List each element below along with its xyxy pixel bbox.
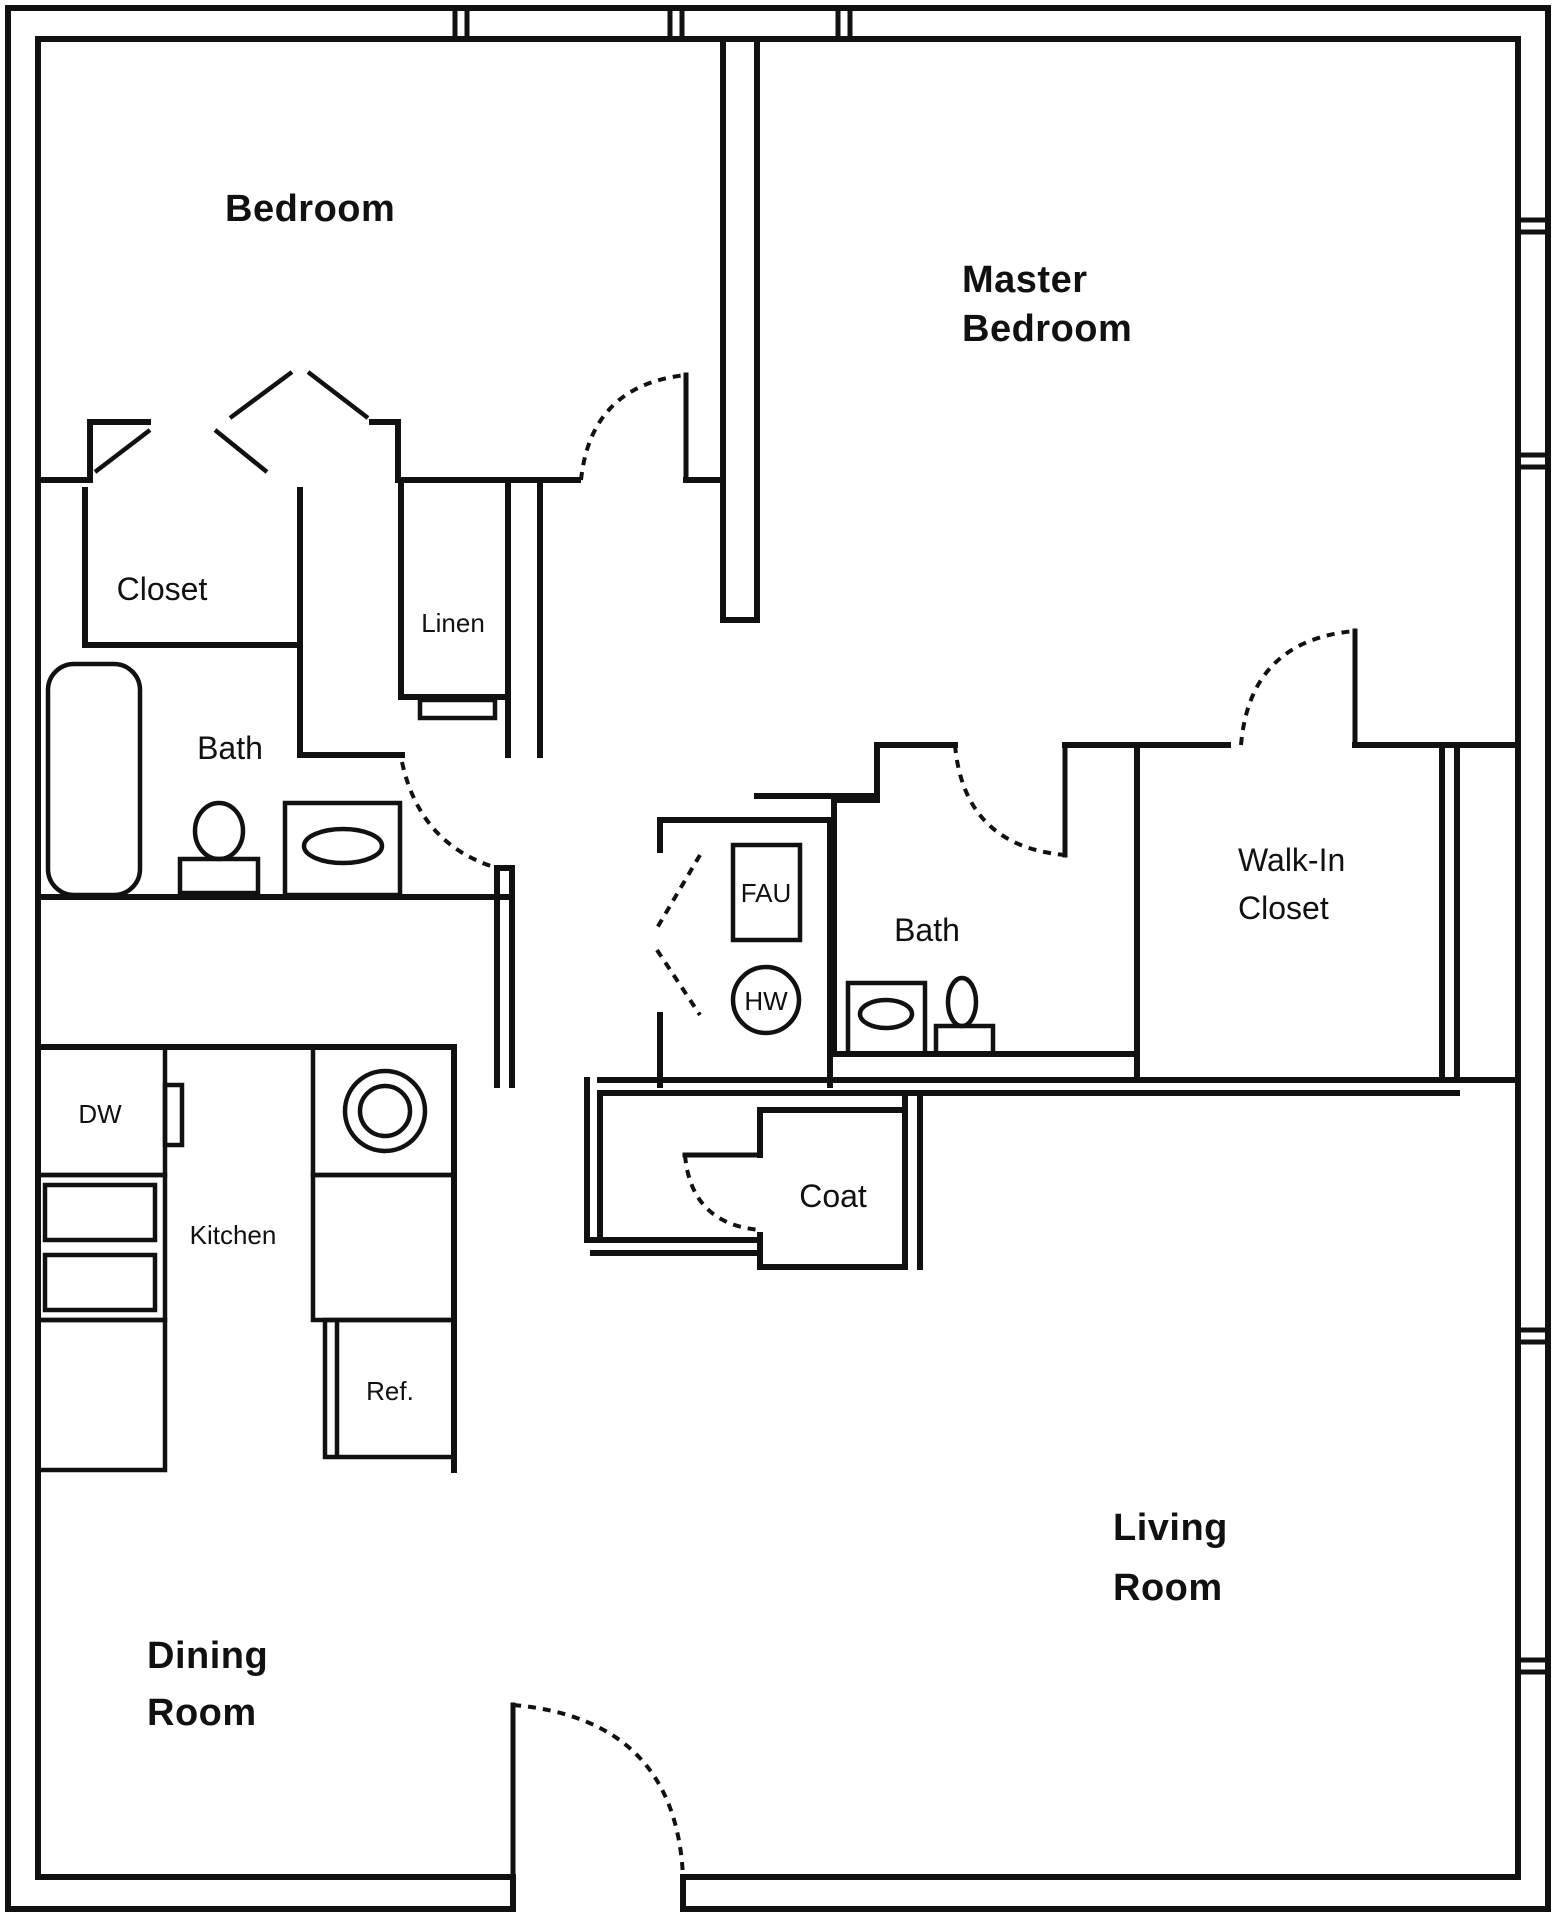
- bedroom-label: Bedroom: [225, 188, 395, 230]
- door-leaves: [510, 372, 1358, 1880]
- hw-label: HW: [744, 986, 788, 1016]
- master-toilet-bowl: [945, 975, 979, 1029]
- master-bath-label: Bath: [894, 912, 960, 948]
- fau-label: FAU: [741, 878, 792, 908]
- dishwasher-label: DW: [78, 1099, 122, 1129]
- linen-label: Linen: [421, 608, 485, 638]
- living-room-label-line1: Living: [1113, 1507, 1228, 1549]
- fau-unit: [730, 842, 803, 943]
- bathtub: [45, 661, 143, 898]
- refrigerator-label: Ref.: [366, 1376, 414, 1406]
- oven-drawer-upper: [42, 1182, 158, 1243]
- toilet-tank: [177, 856, 261, 896]
- sink-counter: [310, 1044, 457, 1178]
- kitchen-sink-inner: [357, 1083, 413, 1139]
- kitchen-sink-outer: [342, 1068, 428, 1154]
- master-bedroom-label-line2: Bedroom: [962, 308, 1132, 350]
- linen-shelf: [417, 697, 498, 721]
- master-toilet-tank: [933, 1023, 996, 1057]
- counter-stub: [162, 1082, 185, 1148]
- oven-drawer-lower: [42, 1252, 158, 1313]
- refrigerator: [322, 1317, 457, 1460]
- walk-in-closet-label-line2: Closet: [1238, 890, 1329, 926]
- closet-bifold-doors: [93, 370, 702, 1017]
- closet-label: Closet: [117, 571, 208, 607]
- oven-cabinet: [35, 1172, 168, 1323]
- water-heater: [730, 964, 802, 1036]
- vanity-counter: [282, 800, 403, 898]
- fixtures: [35, 661, 996, 1473]
- living-room-label-line2: Room: [1113, 1567, 1223, 1609]
- base-cabinet: [35, 1317, 168, 1473]
- exterior-walls: [5, 5, 1551, 1912]
- master-bedroom-label-line1: Master: [962, 259, 1088, 301]
- window-ticks: [452, 8, 1548, 1675]
- toilet-bowl: [192, 800, 246, 862]
- master-sink-basin: [857, 997, 915, 1031]
- room-labels: Bedroom Master Bedroom Closet Linen Bath…: [78, 188, 1345, 1734]
- walk-in-closet-label-line1: Walk-In: [1238, 842, 1345, 878]
- dining-room-label-line1: Dining: [147, 1635, 268, 1677]
- master-vanity: [845, 980, 928, 1057]
- kitchen-label: Kitchen: [190, 1220, 277, 1250]
- door-swing-arcs: [400, 373, 1356, 1878]
- kitchen-counter-right: [310, 1172, 457, 1323]
- coat-closet-label: Coat: [799, 1178, 867, 1214]
- dining-room-label-line2: Room: [147, 1692, 257, 1734]
- sink-basin: [301, 826, 385, 866]
- hall-bath-label: Bath: [197, 730, 263, 766]
